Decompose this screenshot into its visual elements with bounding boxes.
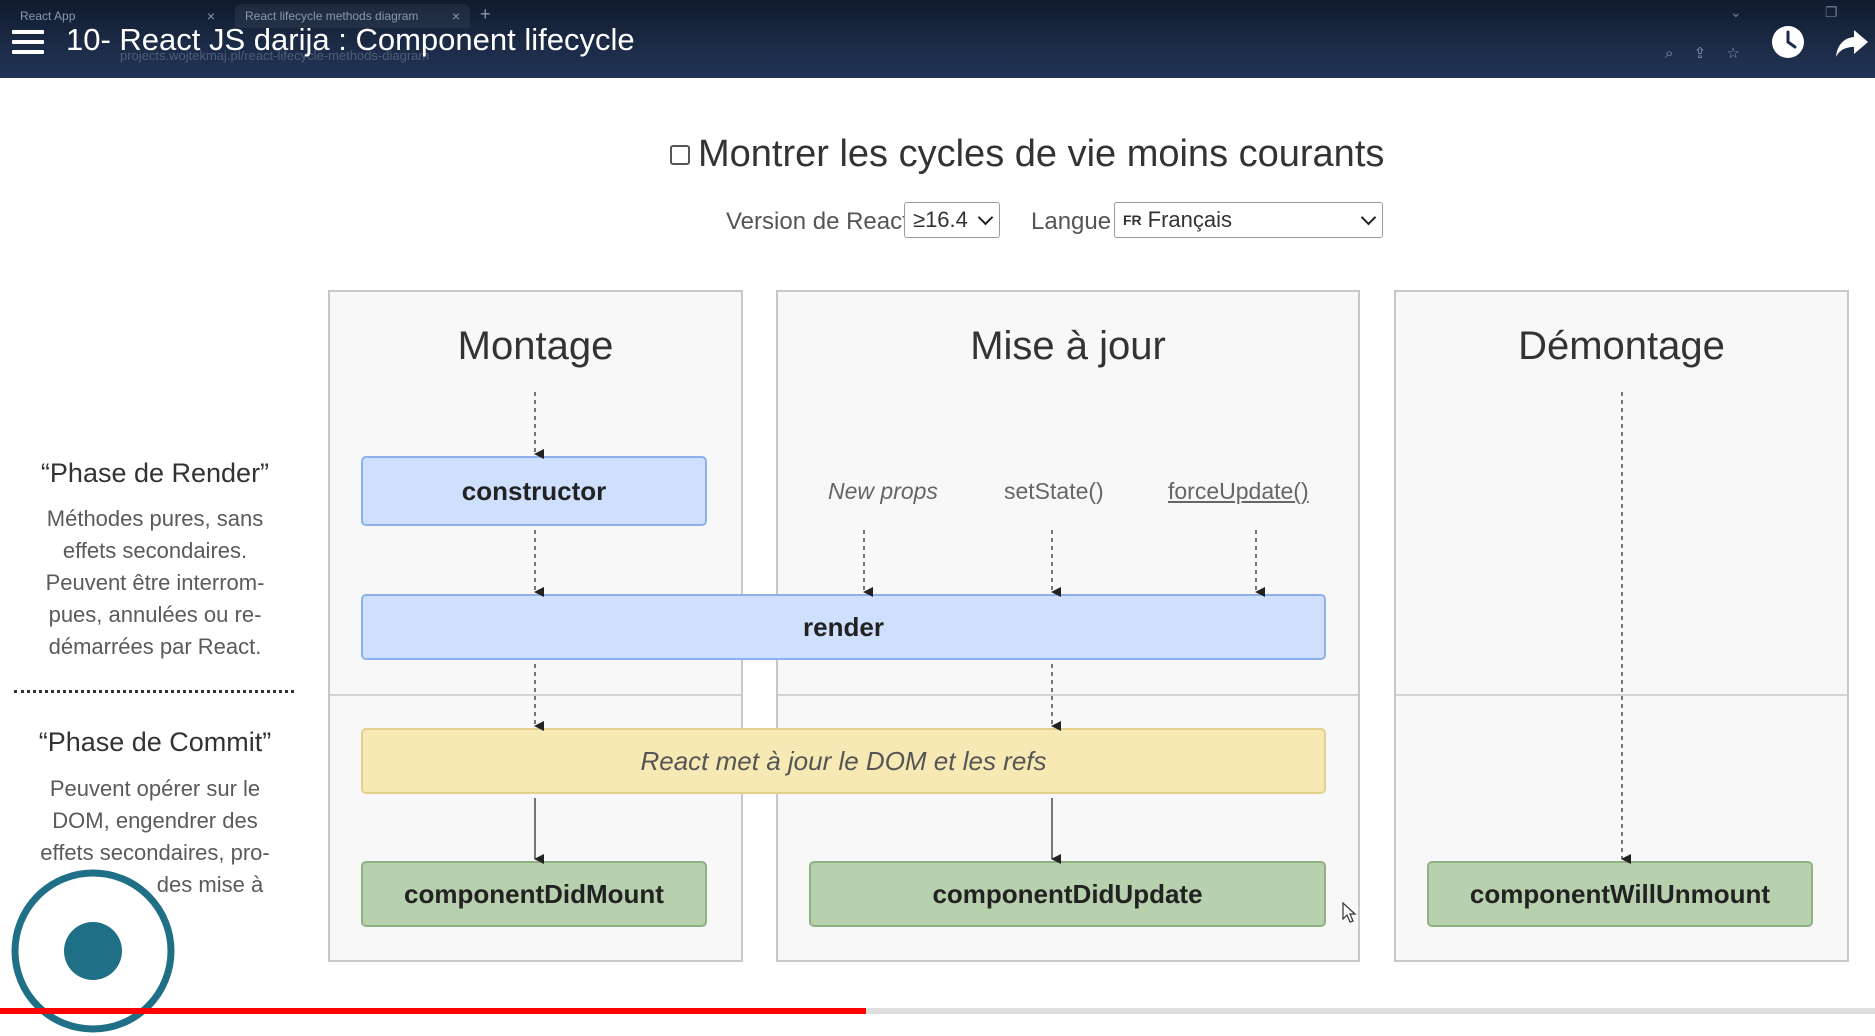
restore-window-icon[interactable]: ❐ (1825, 4, 1838, 20)
set-state-trigger: setState() (1004, 478, 1104, 504)
browser-tab-strip: React App × React lifecycle methods diag… (0, 0, 1875, 30)
zoom-icon[interactable]: ⌕ (1665, 45, 1674, 62)
description-line: Peuvent être interrom- (45, 570, 265, 595)
component-did-mount-method[interactable]: componentDidMount (361, 861, 707, 927)
component-did-update-method[interactable]: componentDidUpdate (809, 861, 1326, 927)
force-update-trigger[interactable]: forceUpdate() (1168, 478, 1309, 504)
close-icon[interactable]: × (451, 8, 460, 24)
react-version-select[interactable]: ≥16.4 (904, 202, 1000, 238)
description-line: effets secondaires, pro- (40, 840, 270, 865)
video-top-bar: React App × React lifecycle methods diag… (0, 0, 1875, 78)
show-less-common-toggle[interactable]: Montrer les cycles de vie moins courants (670, 133, 1384, 176)
star-icon[interactable]: ☆ (1726, 45, 1740, 62)
phase-divider (330, 694, 741, 696)
menu-icon[interactable] (12, 30, 44, 58)
description-line: pues, annulées ou re- (48, 602, 262, 627)
description-line: effets secondaires. (62, 538, 248, 563)
commit-phase-description: Peuvent opérer sur le DOM, engendrer des… (15, 773, 295, 901)
description-line: démarrées par React. (48, 634, 262, 659)
new-tab-icon[interactable]: + (480, 4, 491, 24)
close-icon[interactable]: × (206, 8, 215, 24)
chevron-down-icon (977, 209, 994, 226)
language-label: Langue (1031, 208, 1112, 235)
browser-tab-lifecycle-diagram[interactable]: React lifecycle methods diagram × (235, 4, 470, 28)
video-progress-bar[interactable] (0, 1008, 1875, 1014)
commit-phase-title: “Phase de Commit” (38, 727, 272, 757)
browser-tab-react-app[interactable]: React App × (10, 4, 225, 28)
browser-toolbar-icons: ⌕ ⇪ ☆ (1665, 44, 1756, 62)
mouse-cursor-icon (1342, 902, 1357, 923)
constructor-method[interactable]: constructor (361, 456, 707, 526)
new-props-trigger: New props (828, 478, 938, 504)
react-version-label: Version de React (726, 208, 909, 235)
show-less-common-label: Montrer les cycles de vie moins courants (698, 133, 1385, 175)
phase-separator (14, 690, 294, 693)
updating-column-title: Mise à jour (970, 324, 1166, 368)
description-line: des mise à (156, 872, 264, 897)
browser-tab-label: React App (20, 9, 76, 23)
react-version-value: ≥16.4 (913, 207, 968, 232)
chevron-down-icon (1360, 209, 1377, 226)
render-phase-description: Méthodes pures, sans effets secondaires.… (15, 503, 295, 663)
browser-tab-label: React lifecycle methods diagram (245, 9, 419, 23)
address-bar-text: projects.wojtekmaj.pl/react-lifecycle-me… (120, 48, 430, 63)
render-method[interactable]: render (361, 594, 1326, 660)
video-title[interactable]: 10- React JS darija : Component lifecycl… (66, 22, 635, 57)
language-select[interactable]: FR Français (1114, 202, 1383, 238)
description-line: DOM, engendrer des (52, 808, 258, 833)
chevron-down-icon[interactable]: ⌄ (1730, 4, 1742, 20)
render-phase-title: “Phase de Render” (40, 458, 270, 488)
video-progress-fill (0, 1008, 867, 1014)
description-line: Méthodes pures, sans (46, 506, 264, 531)
phase-divider (1396, 694, 1847, 696)
phase-divider (778, 694, 1358, 696)
language-value: Français (1147, 207, 1233, 232)
share-icon[interactable] (1834, 26, 1870, 60)
component-will-unmount-method[interactable]: componentWillUnmount (1427, 861, 1813, 927)
flag-icon: FR (1123, 212, 1142, 228)
unmounting-column-title: Démontage (1518, 324, 1725, 368)
description-line: Peuvent opérer sur le (49, 776, 261, 801)
show-less-common-checkbox[interactable] (670, 144, 690, 165)
mounting-column-title: Montage (457, 324, 614, 368)
dom-update-step: React met à jour le DOM et les refs (361, 728, 1326, 794)
watch-later-icon[interactable] (1770, 24, 1806, 60)
share-page-icon[interactable]: ⇪ (1693, 45, 1707, 62)
